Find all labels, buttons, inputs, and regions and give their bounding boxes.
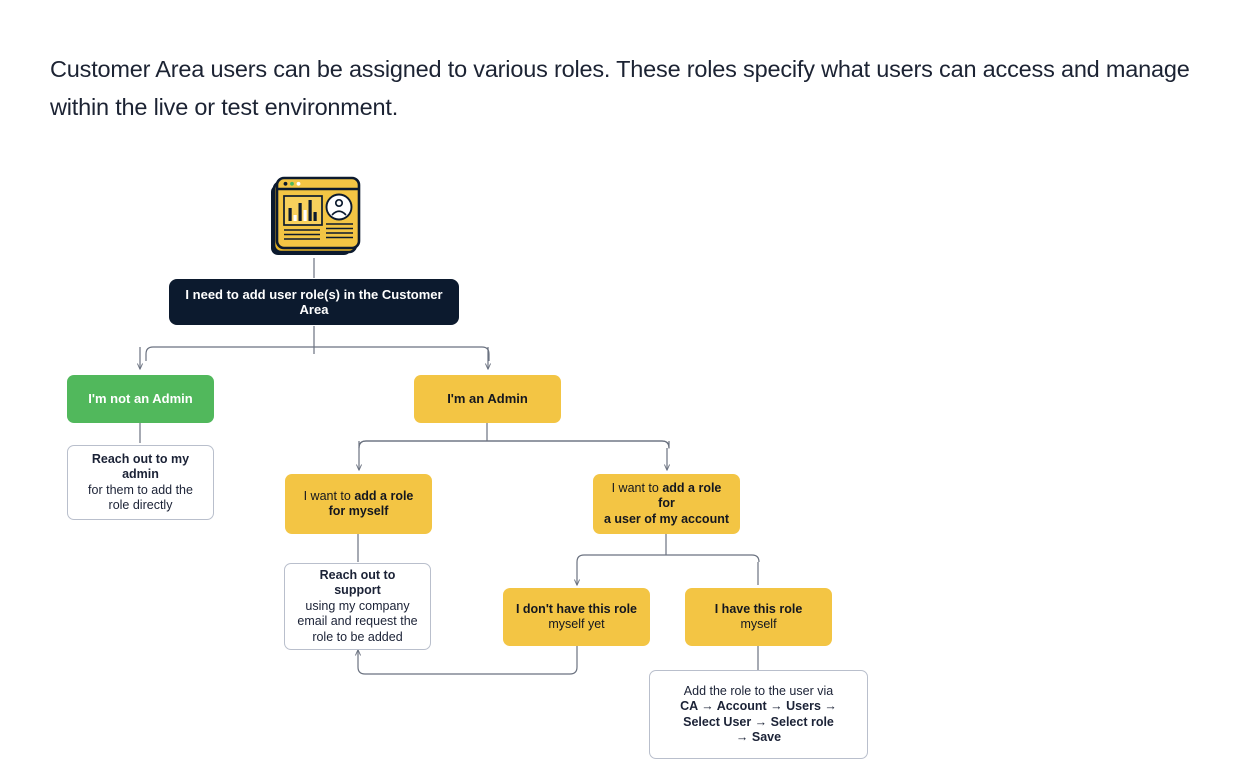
reach-admin-line1: Reach out to my admin xyxy=(91,451,190,482)
wire-root-split xyxy=(145,346,490,361)
node-steps-text: Add the role to the user via CA → Accoun… xyxy=(680,684,837,746)
steps-line2: CA → Account → Users → xyxy=(680,699,837,713)
node-role-other-text: I want to add a role for a user of my ac… xyxy=(603,481,730,528)
node-is-an-admin-label: I'm an Admin xyxy=(447,391,528,407)
steps-line3: Select User → Select role xyxy=(683,714,834,729)
reach-support-line3: email and request the xyxy=(297,614,418,629)
wire-norole-loop-to-support xyxy=(358,646,578,675)
role-other-line1-bold: add a role for xyxy=(658,480,722,511)
node-add-role-for-myself[interactable]: I want to add a role for myself xyxy=(285,474,432,534)
node-not-an-admin[interactable]: I'm not an Admin xyxy=(67,375,214,423)
node-have-role-myself[interactable]: I have this role myself xyxy=(685,588,832,646)
have-role-line2: myself xyxy=(740,617,777,631)
node-is-an-admin[interactable]: I'm an Admin xyxy=(414,375,561,423)
node-role-myself-text: I want to add a role for myself xyxy=(304,489,414,520)
node-have-role-text: I have this role myself xyxy=(715,602,803,633)
node-reach-out-to-support[interactable]: Reach out to support using my company em… xyxy=(284,563,431,650)
wire-isadmin-split xyxy=(358,440,670,449)
have-role-line1: I have this role xyxy=(714,601,803,616)
role-other-line1-plain: I want to xyxy=(611,480,663,495)
role-myself-line2: for myself xyxy=(328,504,389,518)
no-role-line1: I don't have this role xyxy=(515,601,638,616)
reach-support-line2: using my company xyxy=(305,598,410,613)
dashboard-window-icon xyxy=(268,174,363,258)
reach-support-line4: role to be added xyxy=(312,629,403,644)
node-root[interactable]: I need to add user role(s) in the Custom… xyxy=(169,279,459,325)
reach-support-line1: Reach out to support xyxy=(319,567,396,598)
node-reach-out-to-my-admin[interactable]: Reach out to my admin for them to add th… xyxy=(67,445,214,520)
node-not-an-admin-label: I'm not an Admin xyxy=(88,391,193,407)
no-role-line2: myself yet xyxy=(548,617,605,631)
wire-roleother-split xyxy=(576,554,760,563)
reach-admin-line2: for them to add the xyxy=(88,482,193,497)
role-other-line2: a user of my account xyxy=(603,511,730,526)
node-reach-admin-text: Reach out to my admin for them to add th… xyxy=(78,452,203,514)
reach-admin-line3: role directly xyxy=(108,498,173,512)
node-no-role-text: I don't have this role myself yet xyxy=(516,602,637,633)
page-intro-paragraph: Customer Area users can be assigned to v… xyxy=(50,56,1190,120)
node-reach-support-text: Reach out to support using my company em… xyxy=(295,568,420,646)
node-dont-have-role-yet[interactable]: I don't have this role myself yet xyxy=(503,588,650,646)
role-myself-line1-plain: I want to xyxy=(303,488,355,503)
node-add-role-steps[interactable]: Add the role to the user via CA → Accoun… xyxy=(649,670,868,759)
steps-line1: Add the role to the user via xyxy=(683,683,834,698)
role-myself-line1-bold: add a role xyxy=(354,488,414,503)
steps-line4: → Save xyxy=(735,730,782,744)
node-add-role-for-other-user[interactable]: I want to add a role for a user of my ac… xyxy=(593,474,740,534)
node-root-label: I need to add user role(s) in the Custom… xyxy=(185,286,443,318)
